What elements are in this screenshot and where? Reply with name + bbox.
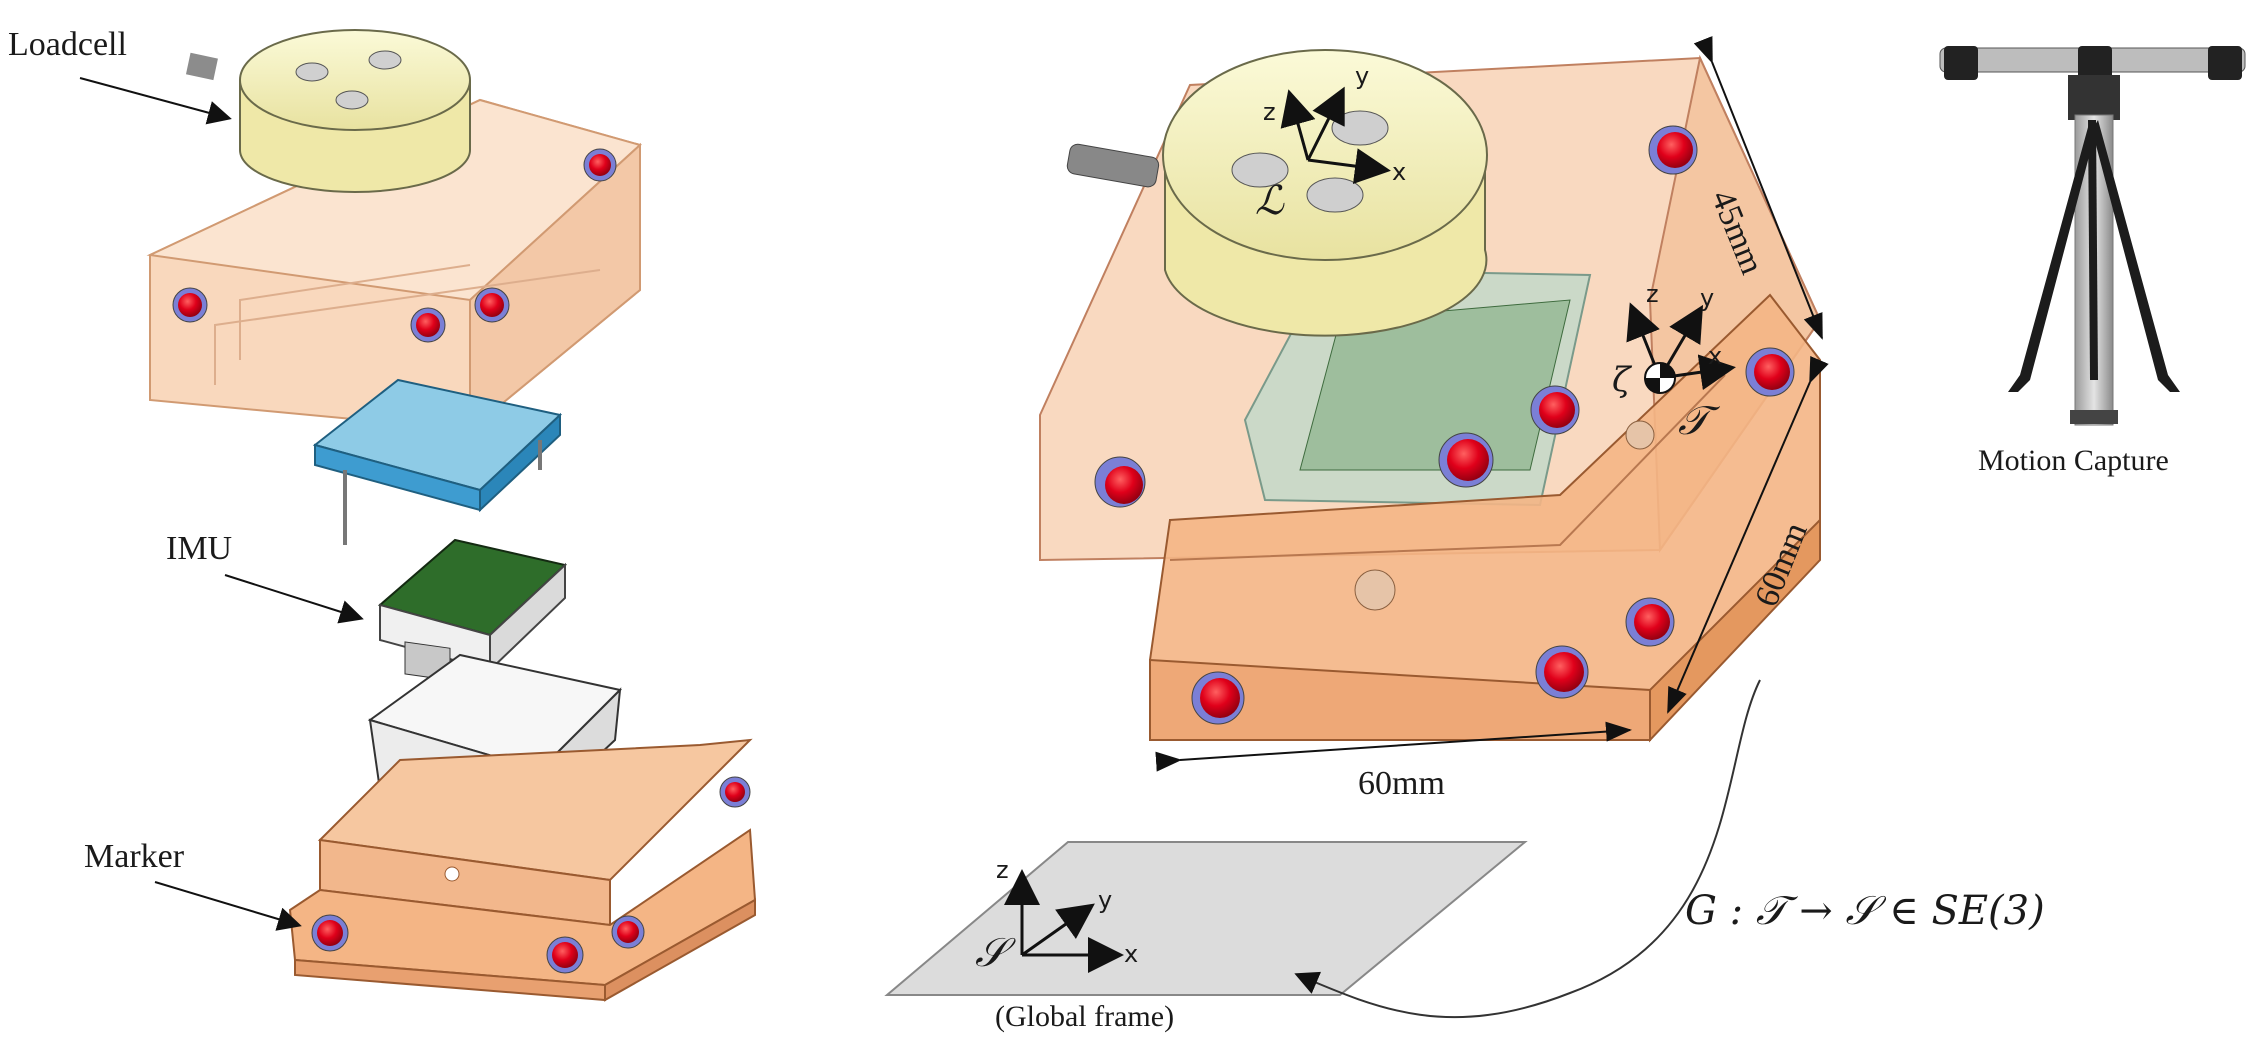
loadcell-frame-axes: [1280, 86, 1391, 184]
motion-capture-label: Motion Capture: [1978, 444, 2169, 477]
tool-axis-x: x: [1708, 342, 1723, 370]
global-plane: [884, 841, 1528, 996]
center-of-mass-icon: [1644, 362, 1676, 394]
loadcell-axis-x: x: [1392, 158, 1407, 186]
loadcell-axis-z: z: [1263, 98, 1276, 126]
marker-callout-arrow: [154, 881, 302, 931]
loadcell-axis-y: y: [1355, 62, 1370, 90]
base-block: [288, 738, 757, 1002]
loadcell-model: [185, 29, 471, 193]
imu-label: IMU: [166, 530, 233, 567]
loadcell-frame-symbol: ℒ: [1255, 178, 1284, 224]
top-housing: [146, 98, 643, 433]
imu-case: [312, 378, 563, 545]
global-axis-x: x: [1124, 940, 1139, 968]
transform-equation: G : 𝒯 → 𝒮 ∈ SE(3): [1685, 888, 2045, 934]
height-dimension-line: [1667, 356, 1829, 714]
marker-balls-center: [1094, 125, 1795, 725]
loadcell-label: Loadcell: [8, 26, 127, 63]
assembled-view: [1039, 36, 1829, 772]
tool-axis-z: z: [1646, 280, 1659, 308]
global-axis-z: z: [996, 856, 1009, 884]
tool-frame-symbol: 𝒯: [1678, 398, 1709, 444]
exploded-view: [79, 29, 757, 1002]
zeta-symbol: ζ: [1612, 360, 1631, 400]
motion-capture-camera: [1939, 46, 2246, 426]
global-frame-label: (Global frame): [995, 1000, 1175, 1033]
tool-axis-y: y: [1700, 284, 1715, 312]
global-frame-symbol: 𝒮: [975, 930, 1006, 976]
imu-callout-arrow: [224, 574, 364, 624]
loadcell-callout-arrow: [79, 77, 232, 125]
width-dimension-label: 60mm: [1358, 765, 1445, 802]
global-axis-y: y: [1098, 886, 1113, 914]
depth-dimension-line: [1693, 36, 1823, 340]
marker-balls-left: [172, 148, 751, 974]
transform-arrow: [1294, 679, 1761, 1019]
marker-label: Marker: [84, 838, 185, 875]
width-dimension-line: [1155, 721, 1632, 772]
